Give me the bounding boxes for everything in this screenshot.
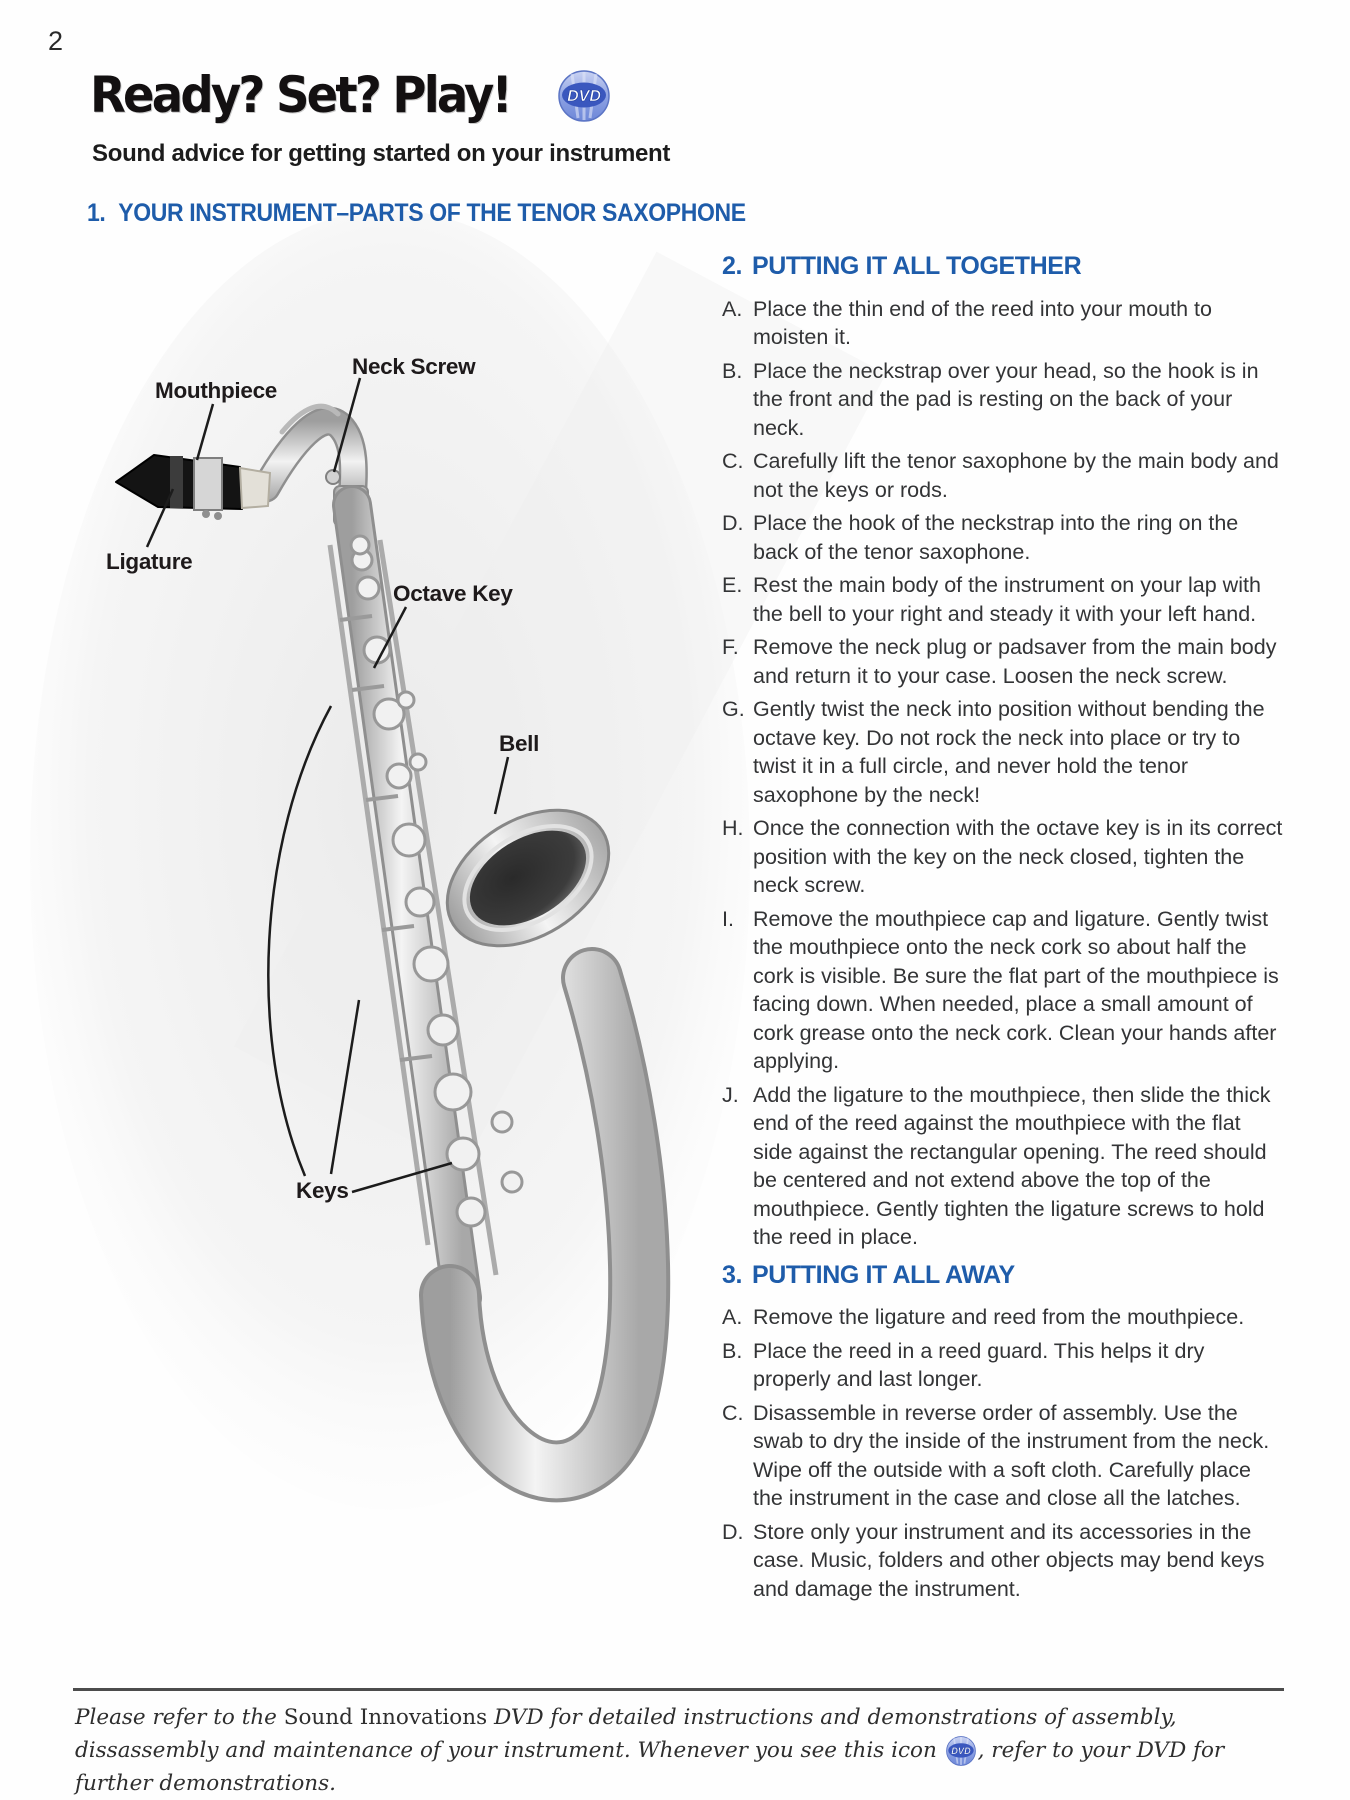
list-item: J.Add the ligature to the mouthpiece, th…: [722, 1082, 1271, 1250]
list-item: A.Remove the ligature and reed from the …: [722, 1305, 1245, 1329]
label-leader-lines: [145, 377, 510, 1194]
list-item: D.Store only your instrument and its acc…: [722, 1519, 1265, 1601]
background-texture: [30, 210, 750, 1510]
section-2-heading: 2. PUTTING IT ALL TOGETHER: [722, 252, 1290, 281]
list-item: D.Place the hook of the neckstrap into t…: [722, 511, 1239, 564]
section-2-title: PUTTING IT ALL TOGETHER: [752, 252, 1082, 280]
list-item: G.Gently twist the neck into position wi…: [722, 697, 1265, 807]
diagram-label-neck-screw: Neck Screw: [352, 354, 476, 379]
dvd-icon-label: DVD: [951, 1746, 971, 1756]
footer-series-name: Sound Innovations: [283, 1705, 488, 1730]
section-1-number: 1.: [87, 199, 106, 227]
list-item: A.Place the thin end of the reed into yo…: [722, 296, 1212, 350]
page-number: 2: [48, 26, 64, 56]
footer-text: DVD for detailed instructions and demons…: [75, 1705, 1177, 1763]
section-3-number: 3.: [722, 1260, 743, 1289]
dvd-icon: DVD: [557, 70, 610, 122]
section-1-title: YOUR INSTRUMENT–PARTS OF THE TENOR SAXOP…: [118, 199, 746, 227]
diagram-label-mouthpiece: Mouthpiece: [155, 378, 278, 403]
footer-text: , refer to your DVD for further demonstr…: [75, 1738, 1225, 1796]
diagram-label-octave-key: Octave Key: [393, 581, 513, 606]
diagram-label-keys: Keys: [296, 1178, 349, 1203]
page-subtitle: Sound advice for getting started on your…: [92, 140, 671, 167]
list-item: I.Remove the mouthpiece cap and ligature…: [722, 906, 1279, 1074]
list-item: C.Disassemble in reverse order of assemb…: [722, 1400, 1270, 1511]
diagram-label-bell: Bell: [499, 731, 540, 756]
list-item: B.Place the neckstrap over your head, so…: [722, 358, 1259, 440]
section-3-title: PUTTING IT ALL AWAY: [752, 1260, 1015, 1289]
instructions-column: 2. PUTTING IT ALL TOGETHER A.Place the t…: [722, 252, 1290, 1608]
list-item: F.Remove the neck plug or padsaver from …: [722, 635, 1277, 688]
diagram-label-ligature: Ligature: [106, 549, 193, 574]
section-3-heading: 3. PUTTING IT ALL AWAY: [722, 1260, 1290, 1290]
list-item: B.Place the reed in a reed guard. This h…: [722, 1338, 1205, 1392]
dvd-icon-label: DVD: [567, 88, 601, 105]
footer-divider: [73, 1688, 1284, 1691]
saxophone-body-group: [115, 403, 671, 1503]
section-2-number: 2.: [722, 252, 743, 280]
list-item: E.Rest the main body of the instrument o…: [722, 573, 1261, 626]
footer-note: Please refer to the Sound Innovations DV…: [75, 1701, 1287, 1800]
list-item: H.Once the connection with the octave ke…: [722, 816, 1283, 897]
dvd-icon: DVD: [945, 1736, 976, 1766]
page-title: Ready? Set? Play!: [90, 66, 513, 124]
footer-text: Please refer to the: [75, 1705, 284, 1730]
list-item: C.Carefully lift the tenor saxophone by …: [722, 449, 1279, 502]
page-header: Ready? Set? Play! DVD: [90, 70, 610, 122]
section-1-heading: 1. YOUR INSTRUMENT–PARTS OF THE TENOR SA…: [87, 199, 746, 228]
